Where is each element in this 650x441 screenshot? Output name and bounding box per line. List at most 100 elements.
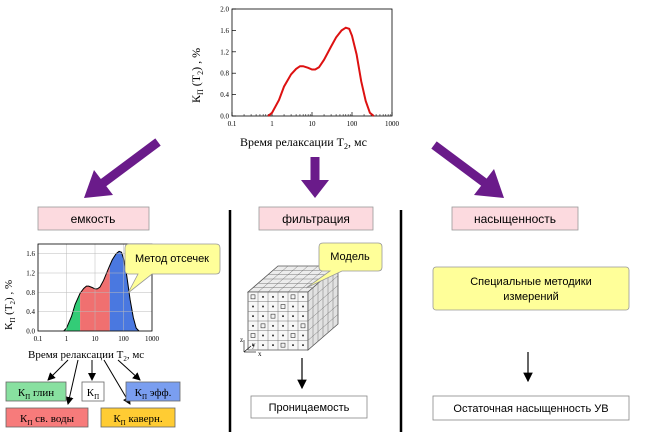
section-saturation-label: насыщенность	[474, 212, 556, 226]
small-chart-y-tick-label: 1.6	[26, 250, 35, 258]
legend-box-kp: КП	[81, 381, 105, 402]
result-residual-saturation: Остаточная насыщенность УВ	[432, 395, 630, 421]
cube-pore	[290, 333, 296, 338]
cube-pore	[262, 344, 264, 347]
special-methods-box: Специальные методики измерений	[432, 266, 630, 311]
cube-pore	[250, 294, 256, 300]
cube-axis-y: y	[252, 341, 256, 349]
cube-pore	[272, 344, 274, 347]
purple-arrows	[84, 138, 504, 198]
cube-axis-z: z	[240, 336, 243, 344]
cube-pore	[260, 323, 266, 329]
top-chart-x-tick-label: 0.1	[228, 120, 237, 128]
arrow-to-capacity	[84, 138, 161, 198]
cube-pore	[262, 295, 264, 298]
cube-pore	[262, 334, 264, 337]
svg-text:КП глин: КП глин	[18, 387, 54, 401]
cube-pore	[252, 324, 254, 327]
top-chart-y-tick-label: 0.0	[220, 113, 229, 121]
special-methods-line1: Специальные методики	[470, 276, 592, 288]
cube-pore	[262, 305, 264, 308]
cube-pore	[282, 324, 284, 327]
cube-pore	[262, 315, 264, 318]
cube-pore	[302, 315, 304, 318]
special-methods-line2: измерений	[503, 291, 558, 303]
small-chart-x-tick-label: 100	[118, 335, 129, 343]
top-chart-y-tick-label: 0.4	[220, 91, 229, 99]
cube-pore	[302, 344, 304, 347]
result-permeability-label: Проницаемость	[269, 402, 350, 414]
top-chart-y-tick-label: 1.6	[220, 27, 229, 35]
callout-cutoff-method: Метод отсечек	[124, 243, 221, 294]
top-chart-y-ticks: 0.00.40.81.21.62.0	[220, 6, 236, 121]
cube-pore	[302, 305, 304, 308]
cube-pore	[252, 344, 254, 347]
legend-box-bound-water: КП св. воды	[5, 407, 89, 428]
svg-text:КП св. воды: КП св. воды	[20, 413, 75, 427]
small-chart-x-tick-label: 1	[65, 335, 69, 343]
small-chart-frame	[37, 243, 153, 332]
small-chart-y-label: КП (Т2) , %	[3, 280, 17, 330]
small-chart-x-tick-label: 0.1	[34, 335, 43, 343]
cube-pore	[272, 305, 274, 308]
result-residual-label: Остаточная насыщенность УВ	[453, 403, 608, 415]
top-chart-x-tick-label: 100	[347, 120, 358, 128]
top-chart-x-label: Время релаксации Т2, мс	[240, 135, 367, 151]
cube-pore	[272, 295, 274, 298]
cube-pore	[252, 305, 254, 308]
top-chart-y-label: КП (Т2) , %	[189, 48, 205, 103]
top-chart-x-tick-label: 1	[270, 120, 274, 128]
pore-network-cube: z y x	[240, 265, 340, 358]
cube-pore	[292, 315, 294, 318]
small-chart-y-tick-label: 0.0	[26, 328, 35, 336]
cube-axes: z y x	[240, 336, 262, 358]
top-chart-y-tick-label: 1.2	[220, 48, 229, 56]
section-capacity-label: емкость	[71, 212, 116, 226]
top-chart-frame	[231, 8, 393, 117]
cube-pore	[272, 334, 274, 337]
small-chart-y-tick-label: 0.4	[26, 308, 35, 316]
small-chart-y-ticks: 0.0 0.4 0.8 1.2 1.6	[26, 250, 35, 335]
cube-pore	[292, 344, 294, 347]
cube-pore	[292, 305, 294, 308]
small-chart-y-tick-label: 1.2	[26, 270, 35, 278]
legend-box-clay: КП глин	[5, 381, 67, 402]
cube-pore	[282, 295, 284, 298]
cube-grid-line	[307, 314, 339, 341]
cube-pore	[252, 315, 254, 318]
svg-text:КП эфф.: КП эфф.	[135, 387, 172, 401]
arrow-to-filtration	[301, 157, 329, 198]
section-capacity: емкость	[37, 206, 150, 231]
cube-pore	[280, 304, 286, 309]
top-chart-x-tick-label: 10	[309, 120, 317, 128]
cube-pore	[282, 315, 284, 318]
small-chart-curve	[63, 250, 140, 332]
cube-pore	[302, 334, 304, 337]
top-chart-curve	[267, 26, 375, 117]
callout-model: Модель	[305, 242, 383, 289]
top-chart-x-tick-label: 1000	[385, 120, 400, 128]
section-filtration-label: фильтрация	[282, 212, 350, 226]
cube-pore	[250, 333, 256, 338]
section-saturation: насыщенность	[451, 206, 579, 231]
cube-pore	[270, 313, 276, 319]
small-chart-x-tick-label: 1000	[145, 335, 160, 343]
cube-pore	[272, 324, 274, 327]
cube-pore	[282, 334, 284, 337]
cube-grid	[248, 265, 339, 350]
cube-pore	[280, 342, 286, 348]
cube-pore	[302, 295, 304, 298]
small-chart-y-tick-label: 0.8	[26, 289, 35, 297]
result-permeability: Проницаемость	[250, 395, 368, 419]
callout-model-label: Модель	[330, 251, 370, 263]
arrow-to-saturation	[431, 141, 504, 198]
callout-cutoff-label: Метод отсечек	[135, 253, 209, 265]
svg-text:КП каверн.: КП каверн.	[113, 413, 163, 427]
top-chart-y-tick-label: 2.0	[220, 6, 229, 14]
legend-box-effective: КП эфф.	[125, 381, 181, 402]
legend-box-cavern: КП каверн.	[100, 407, 176, 428]
